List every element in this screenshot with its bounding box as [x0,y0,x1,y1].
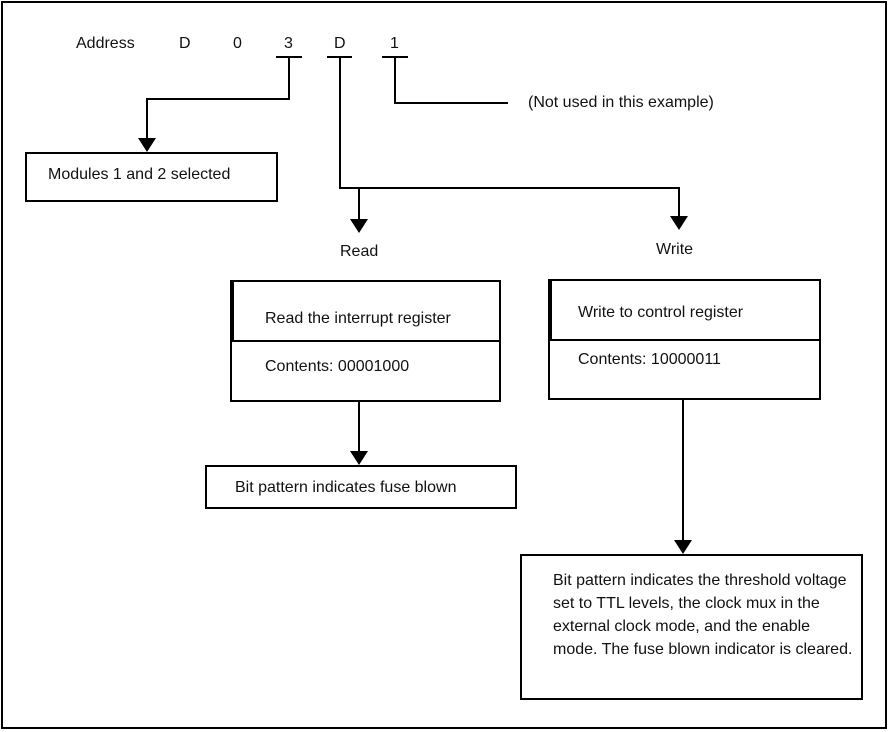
read-register-box: Read the interrupt register Contents: 00… [230,280,501,402]
arrow-to-read-result [350,451,368,465]
address-digit-5: 1 [390,35,399,52]
address-digit-3: 3 [284,35,293,52]
not-used-note: (Not used in this example) [528,94,714,111]
arrow-to-write [670,216,688,230]
write-box-left-tick [550,281,552,339]
address-label: Address [76,35,135,52]
read-branch-label: Read [340,243,379,260]
read-register-contents: Contents: 00001000 [265,358,410,375]
read-result-text: Bit pattern indicates fuse blown [235,479,457,496]
write-box-divider [550,339,819,341]
read-register-title: Read the interrupt register [265,310,451,327]
write-branch-label: Write [656,241,694,258]
write-register-title: Write to control register [578,304,744,321]
modules-selected-box: Modules 1 and 2 selected [25,152,278,202]
write-register-box: Write to control register Contents: 1000… [548,279,821,400]
read-result-box: Bit pattern indicates fuse blown [205,465,517,509]
read-box-left-tick [232,282,234,340]
write-register-contents: Contents: 10000011 [578,351,721,368]
arrow-to-modules [138,138,156,152]
modules-selected-text: Modules 1 and 2 selected [48,166,231,183]
write-result-text: Bit pattern indicates the threshold volt… [553,572,853,658]
arrow-to-read [350,219,368,233]
arrow-to-write-result [674,540,692,554]
digit-d-connector [339,57,680,218]
read-box-divider [232,340,499,342]
address-digit-1: D [179,35,191,52]
address-digit-2: 0 [233,35,242,52]
address-digit-4: D [334,35,346,52]
digit-1-connector [394,57,508,104]
digit-3-connector [146,57,290,140]
write-result-box: Bit pattern indicates the threshold volt… [520,554,863,700]
